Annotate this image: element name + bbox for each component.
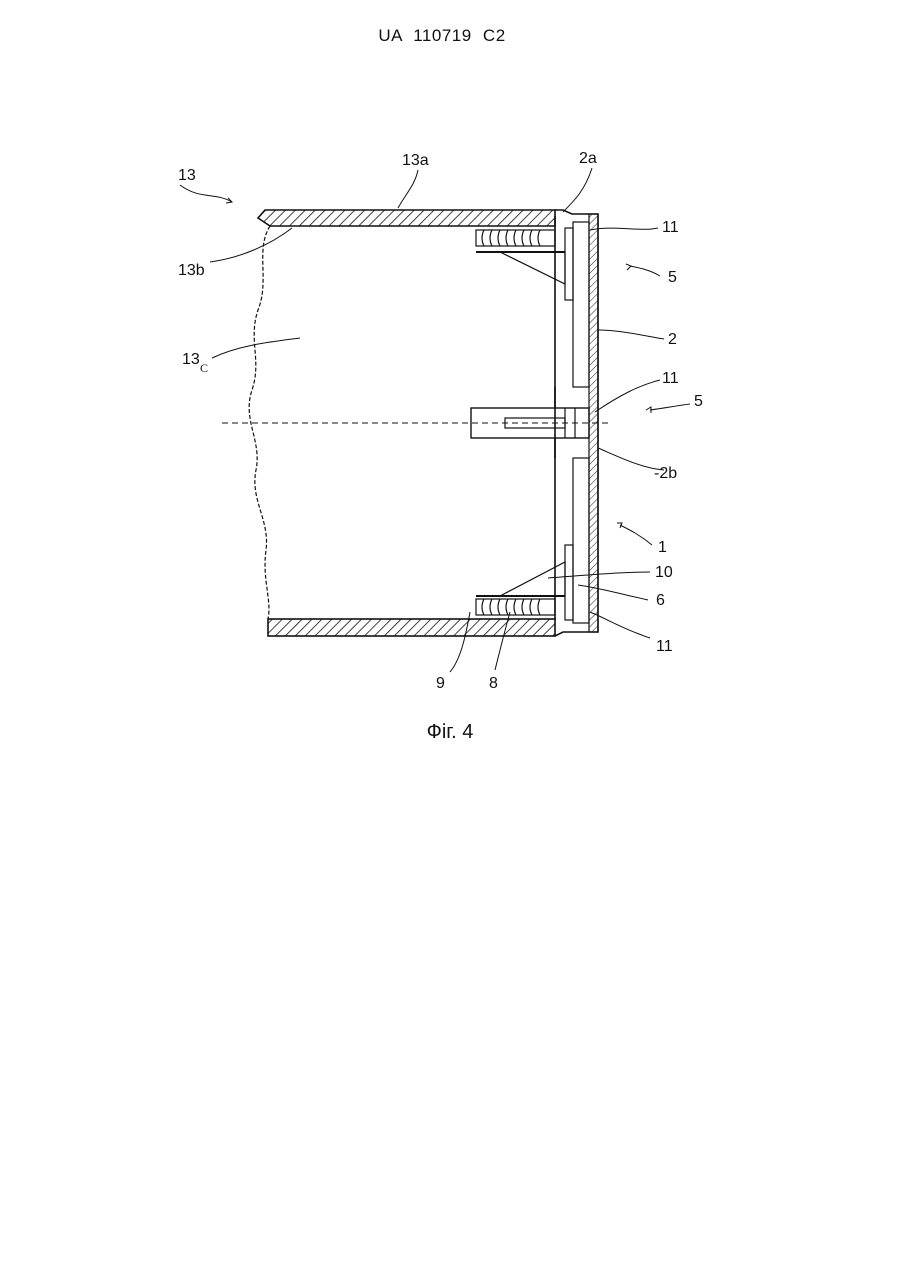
label-13a: 13a (402, 152, 429, 169)
rail-bar-bottom (565, 545, 573, 620)
label-6: 6 (656, 592, 665, 609)
label-2: 2 (668, 331, 677, 348)
label-2a: 2a (579, 150, 597, 167)
label-8: 8 (489, 675, 498, 692)
label-11-top: 11 (662, 219, 679, 236)
rail-bottom (573, 458, 589, 623)
label-13c-subscript: C (200, 361, 208, 375)
label-2b: -2b (654, 465, 677, 482)
label-5-mid: 5 (694, 393, 703, 410)
label-13b: 13b (178, 262, 205, 279)
label-11-mid: 11 (662, 370, 679, 387)
label-11-bottom: 11 (656, 638, 673, 655)
center-bolt-housing (471, 408, 589, 438)
figure-caption: Фіг. 4 (0, 721, 900, 744)
patent-figure: 13 13a 2a 13b 13 C 11 5 2 11 5 -2b 1 10 … (0, 0, 901, 760)
tube-wall-bottom (268, 619, 555, 636)
label-1: 1 (658, 539, 667, 556)
tube-wall-top (258, 210, 555, 226)
label-13: 13 (178, 167, 196, 184)
rail-bar-top (565, 228, 573, 300)
label-13c: 13 (182, 351, 200, 368)
label-9: 9 (436, 675, 445, 692)
label-10: 10 (655, 564, 673, 581)
rail-top (573, 222, 589, 387)
label-5-top: 5 (668, 269, 677, 286)
